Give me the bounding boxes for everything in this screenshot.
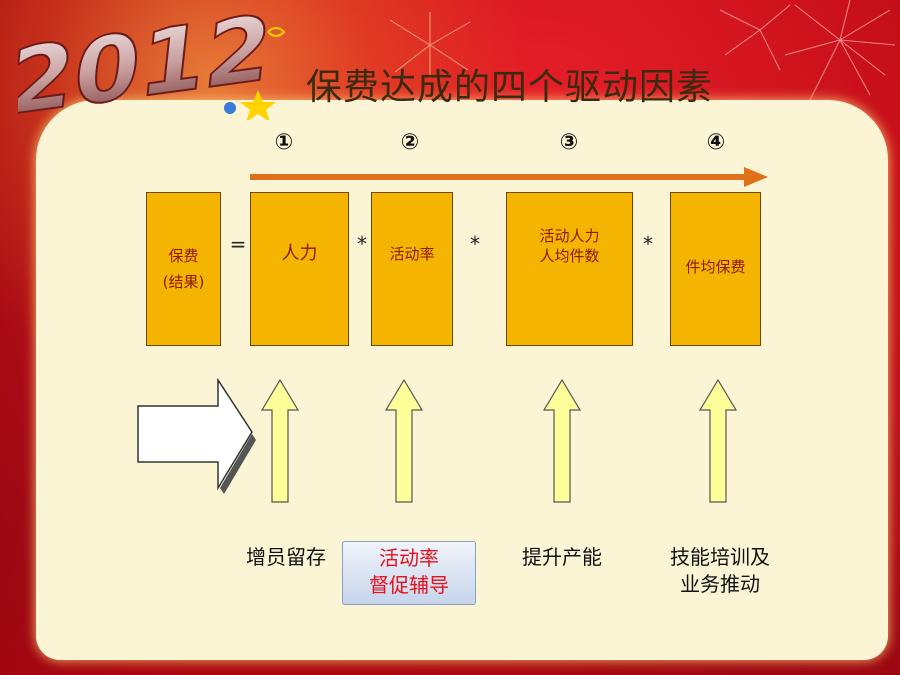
year-2012-logo: 2012 (18, 10, 286, 120)
step-number-1: ① (274, 130, 294, 155)
driver-line: 业务推动 (680, 572, 760, 596)
box-activity-rate: 活动率 (371, 192, 453, 346)
box-line: (结果) (162, 273, 205, 291)
driver-line: 技能培训及 (670, 545, 770, 569)
firework-decoration (719, 0, 896, 101)
driver-line: 活动率 (379, 546, 439, 570)
driver-label-training: 技能培训及 业务推动 (660, 544, 780, 598)
driver-label-activity-supervision: 活动率 督促辅导 (342, 541, 476, 605)
operator-multiply: * (357, 232, 367, 256)
driver-label-productivity: 提升产能 (512, 544, 612, 571)
up-arrow-1 (260, 378, 300, 503)
box-avg-case-premium: 件均保费 (670, 192, 761, 346)
page-title: 保费达成的四个驱动因素 (306, 67, 714, 108)
box-active-productivity: 活动人力 人均件数 (506, 192, 633, 346)
box-line: 保费 (168, 246, 199, 265)
right-block-arrow (137, 378, 256, 494)
operator-multiply: * (470, 232, 480, 256)
box-line: 人力 (281, 242, 318, 264)
firework-decoration-left (389, 12, 471, 78)
svg-text:2012: 2012 (18, 10, 277, 120)
box-premium-result: 保费 (结果) (146, 192, 221, 346)
up-arrow-2 (384, 378, 424, 503)
operator-multiply: * (643, 232, 653, 256)
step-number-2: ② (400, 130, 420, 155)
box-manpower: 人力 (250, 192, 349, 346)
step-number-4: ④ (706, 130, 726, 155)
driver-line: 提升产能 (522, 545, 602, 569)
box-line: 件均保费 (685, 257, 746, 276)
operator-equals: = (229, 232, 247, 256)
driver-line: 增员留存 (246, 545, 326, 569)
driver-label-recruit-retain: 增员留存 (238, 544, 334, 571)
up-arrow-3 (542, 378, 582, 503)
step-number-3: ③ (559, 130, 579, 155)
timeline-arrow (250, 167, 768, 187)
driver-line: 督促辅导 (369, 573, 449, 597)
up-arrow-4 (698, 378, 738, 503)
box-line: 活动人力 (539, 226, 600, 245)
box-line: 人均件数 (539, 247, 600, 265)
box-line: 活动率 (389, 244, 435, 263)
